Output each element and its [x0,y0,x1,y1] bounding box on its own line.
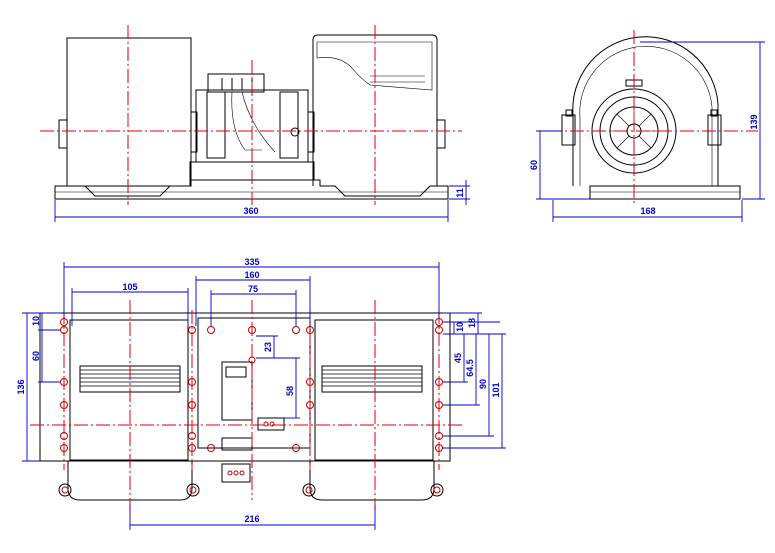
front-wire [241,91,276,153]
dim-bottom-left-pitch: 60 [31,351,41,361]
front-right-bearing [436,119,446,149]
side-left-pin [565,109,573,117]
bottom-motor-bracket [197,317,311,449]
bottom-mount-ear [302,483,316,497]
dim-shaft-height: 60 [529,160,539,170]
front-base-plate [54,179,449,200]
bottom-view: 335 160 105 75 216 136 60 10 10 [16,257,506,530]
bottom-mount-ear [186,483,200,497]
front-wire [231,91,262,151]
dim-bottom-total-height: 136 [16,379,26,394]
front-right-cutaway [316,41,433,91]
dim-bottom-hole-spacing: 216 [244,514,259,524]
connector-pin [227,470,233,476]
front-left-coupling [190,111,198,153]
bottom-terminal-strip [225,366,247,378]
dim-bottom-right-top: 10 [455,322,465,332]
connector-pin [269,421,275,427]
dim-bottom-left-span: 105 [122,282,137,292]
dim-bottom-right-d: 90 [478,379,488,389]
bottom-base-plate [39,312,451,462]
bottom-right-impeller [321,365,423,393]
side-scroll-inner [579,46,713,186]
side-right-pin [710,109,718,117]
side-view: 168 139 60 [529,30,765,222]
front-left-housing [66,37,192,187]
dim-base-height: 11 [455,188,465,198]
dim-terminal-v: 23 [263,342,273,352]
bottom-left-housing [69,319,189,461]
dim-bottom-inner-span: 75 [248,284,258,294]
dim-bottom-right-a: 18 [467,318,477,328]
side-scroll-housing [572,36,719,186]
front-motor-end-left [206,91,226,159]
side-right-bearing [707,114,722,146]
front-motor-screw [290,127,300,137]
side-left-bearing [561,114,576,146]
front-view: 360 11 [40,25,470,222]
dim-side-height: 139 [749,114,759,129]
dim-bottom-left-top: 10 [31,316,41,326]
dim-terminal-h: 58 [285,386,295,396]
connector-pin [263,421,269,427]
bottom-right-housing [314,319,434,461]
bottom-lower-connector [221,463,251,483]
front-motor-end-right [279,91,299,159]
dim-side-width: 168 [640,206,655,216]
dim-bottom-overall: 335 [244,257,259,267]
bottom-connector [257,417,285,431]
bottom-mount-ear [58,483,72,497]
dim-bottom-right-b: 45 [453,353,463,363]
dim-bottom-right-e: 101 [491,382,501,397]
front-right-coupling [307,111,315,153]
bottom-mount-ear [430,483,444,497]
bottom-right-outlet [309,461,435,501]
connector-pin [239,470,245,476]
front-left-bearing [58,119,68,149]
side-base [589,185,741,200]
dim-bottom-right-c: 64.5 [465,359,475,377]
front-terminal-block [207,73,265,93]
connector-pin [233,470,239,476]
dim-bottom-motor-span: 160 [244,270,259,280]
dim-overall-width: 360 [243,206,258,216]
